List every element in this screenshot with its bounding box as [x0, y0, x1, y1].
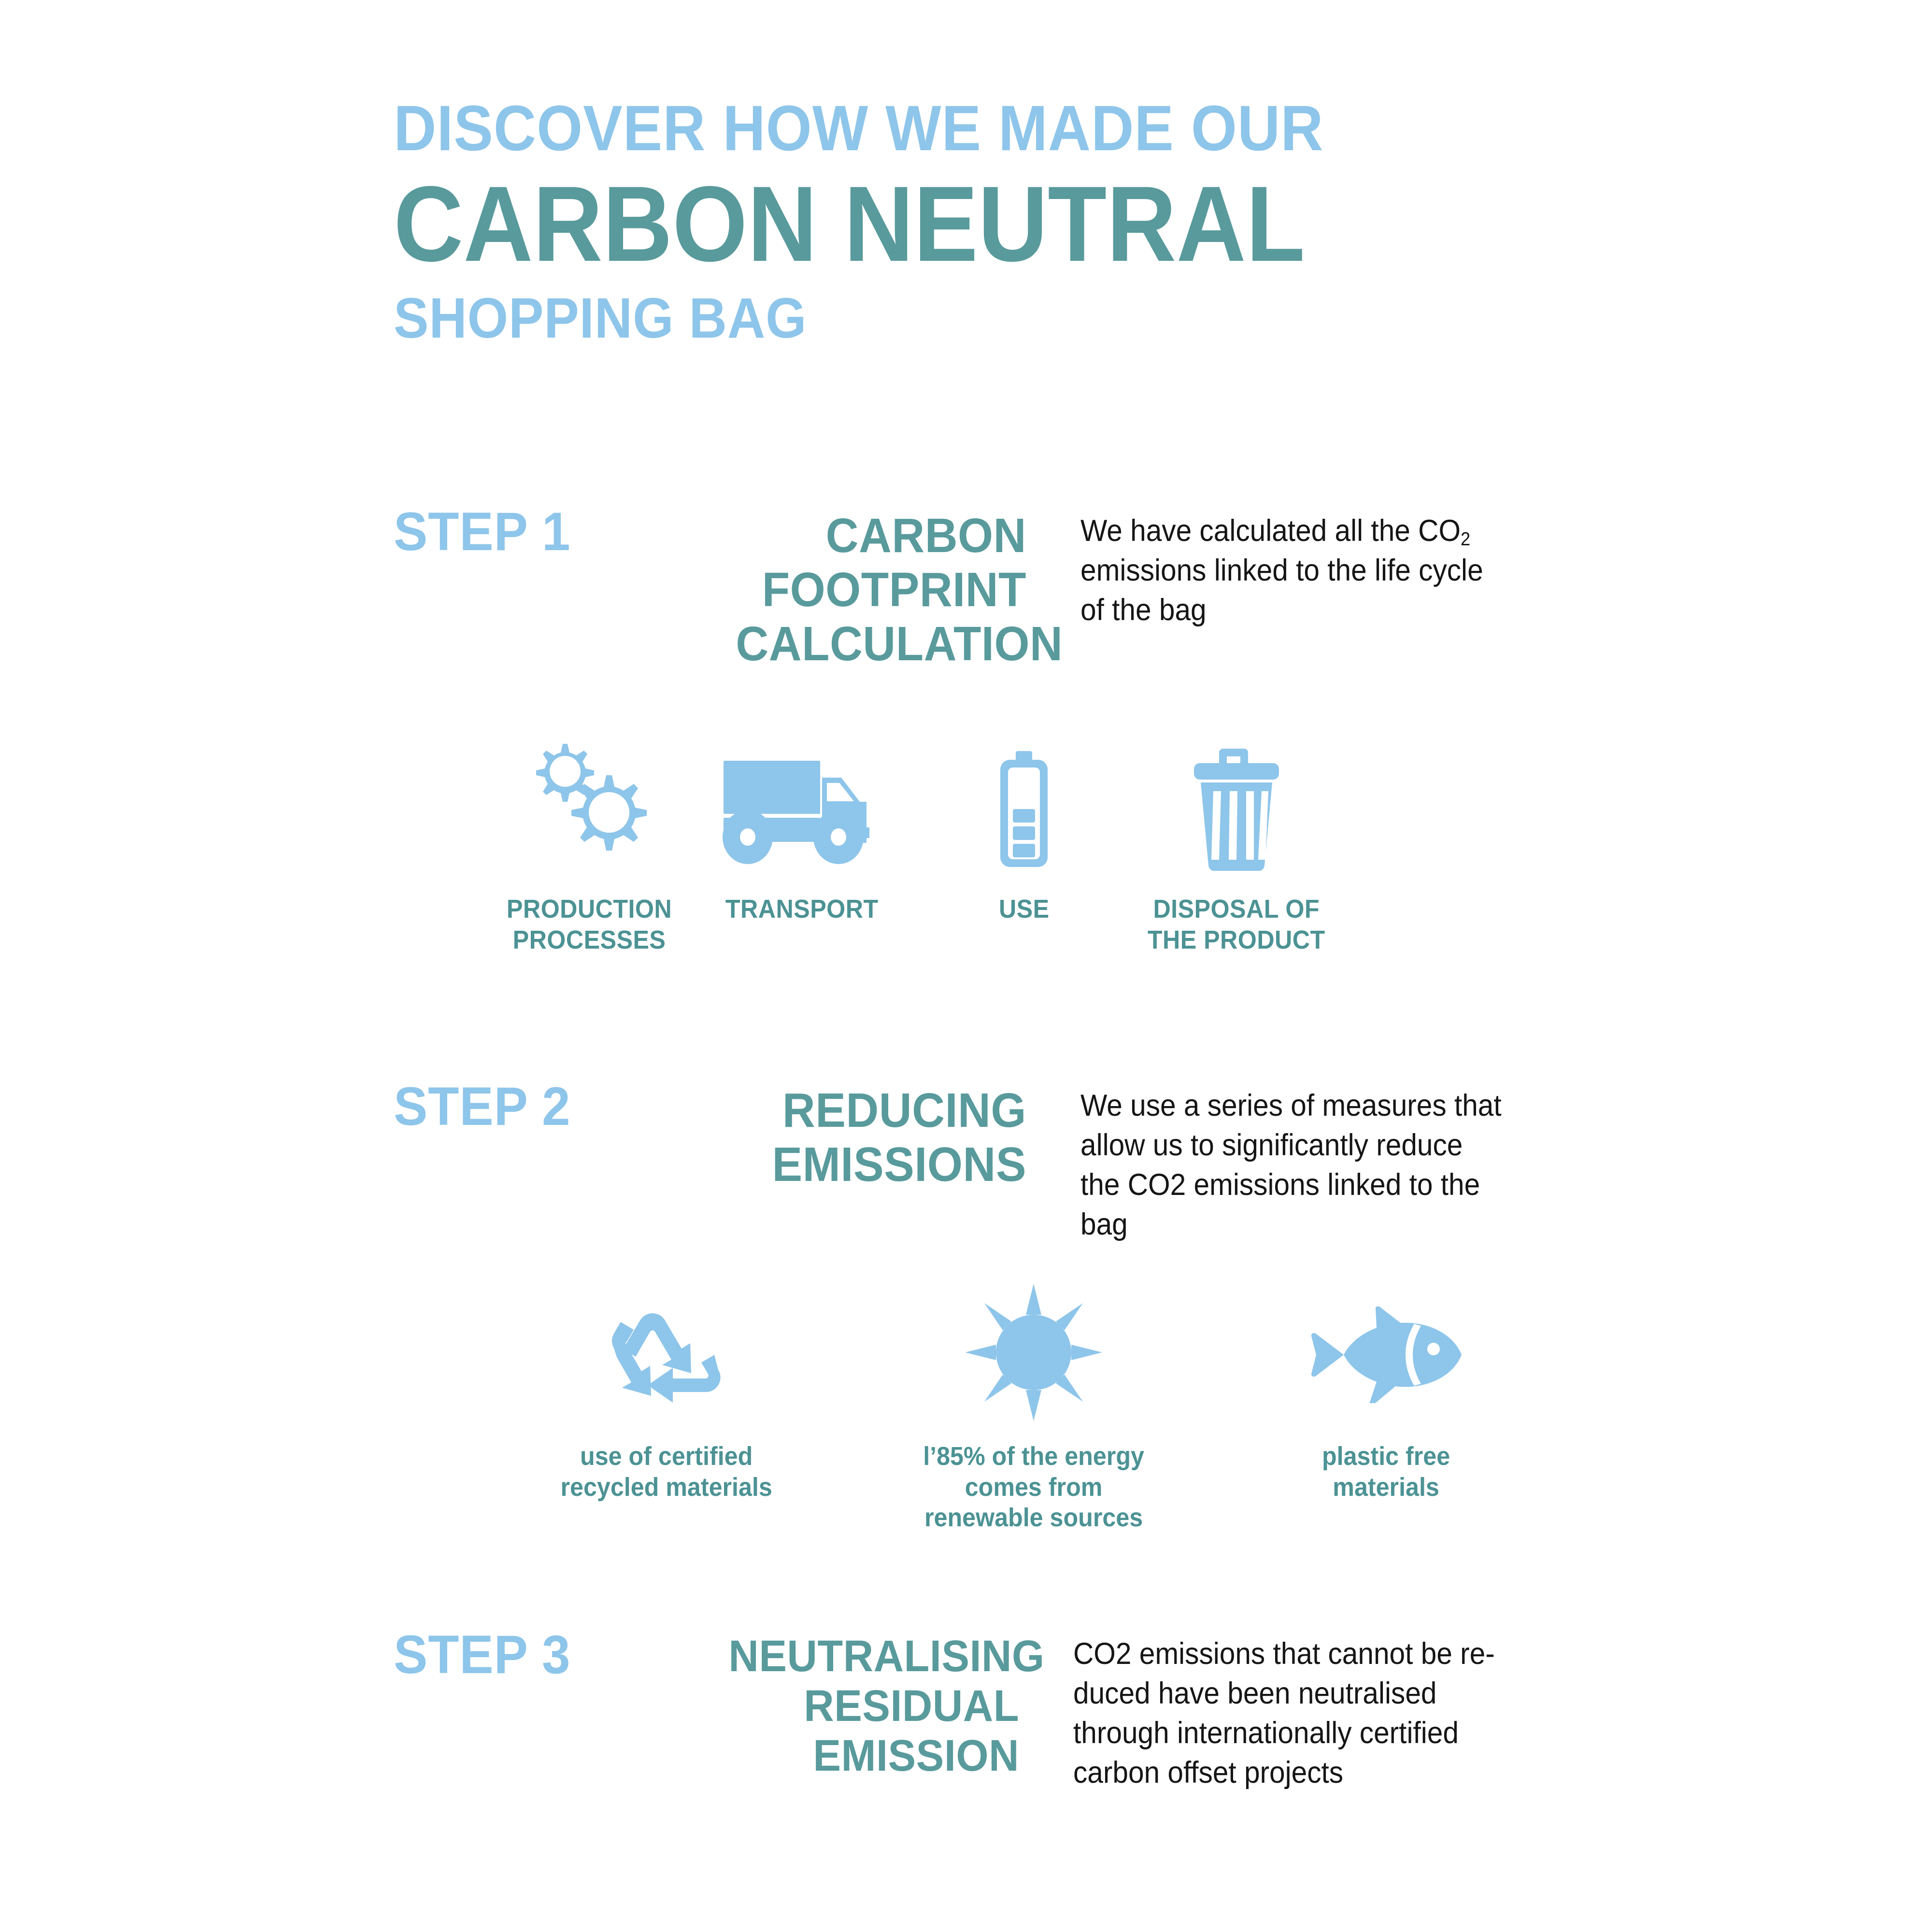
step-3-description-line-2: duced have been neutralised	[1073, 1676, 1437, 1710]
caption-line: PRODUCTION	[506, 895, 672, 923]
step-3-heading-line-3: EMISSION	[813, 1731, 1019, 1781]
caption-use: USE	[999, 894, 1050, 925]
caption-renewable-energy: l’85% of the energy comes from renewable…	[923, 1441, 1144, 1534]
step-2-heading: REDUCING EMISSIONS	[736, 1083, 1026, 1192]
step-2-heading-line-2: EMISSIONS	[772, 1137, 1026, 1192]
caption-line: PROCESSES	[512, 925, 666, 954]
truck-icon	[720, 741, 884, 881]
step-3-label: STEP 3	[394, 1624, 571, 1685]
step-1-icon-grid: PRODUCTION PROCESSES	[493, 741, 1343, 955]
caption-line: renewable sources	[924, 1503, 1143, 1533]
step-3-description-line-1: CO2 emissions that cannot be re-	[1073, 1637, 1495, 1671]
step-3-heading-line-1: NEUTRALISING	[728, 1632, 1045, 1681]
step-2-row: STEP 2 REDUCING EMISSIONS We use a serie…	[394, 1080, 1630, 1245]
caption-production-processes: PRODUCTION PROCESSES	[507, 894, 672, 955]
title-line-1: DISCOVER HOW WE MADE OUR	[394, 93, 1324, 164]
step-2-label: STEP 2	[394, 1076, 571, 1136]
caption-line: plastic free	[1322, 1442, 1450, 1471]
step-1-description-line-3: of the bag	[1080, 593, 1207, 627]
step-3-description-line-4: carbon offset projects	[1073, 1755, 1343, 1790]
icon-cell-recycled-materials: use of certified recycled materials	[483, 1285, 850, 1503]
step-1-description-line-2: emissions linked to the life cycle	[1080, 553, 1483, 587]
step-3-heading: NEUTRALISING RESIDUAL EMISSION	[728, 1632, 1045, 1781]
icon-cell-use: USE	[918, 741, 1130, 925]
step-1-heading-line-1: CARBON	[825, 509, 1026, 563]
step-2-description-line-3: the CO2 emissions linked to the	[1080, 1167, 1480, 1202]
step-3-heading-line-2: RESIDUAL	[804, 1681, 1019, 1731]
icon-cell-transport: TRANSPORT	[686, 741, 918, 925]
step-1-description-line-1: We have calculated all the CO2	[1080, 514, 1471, 550]
gears-icon	[517, 741, 662, 881]
step-1-description: We have calculated all the CO2 emissions…	[1080, 511, 1584, 630]
page-title: DISCOVER HOW WE MADE OUR CARBON NEUTRAL …	[394, 97, 1505, 347]
icon-cell-plastic-free: plastic free materials	[1217, 1285, 1555, 1503]
step-2-description-line-1: We use a series of measures that	[1080, 1089, 1502, 1122]
step-2-icon-grid: use of certified recycled materials	[483, 1284, 1555, 1534]
caption-line: l’85% of the energy	[923, 1442, 1144, 1471]
caption-line: THE PRODUCT	[1148, 925, 1325, 954]
step-1-heading-line-2: FOOTPRINT	[762, 563, 1026, 617]
step-3-description: CO2 emissions that cannot be re- duced h…	[1073, 1634, 1591, 1793]
step-1-heading: CARBON FOOTPRINT CALCULATION	[736, 509, 1063, 671]
sun-icon	[961, 1284, 1106, 1425]
step-2-heading-line-1: REDUCING	[782, 1083, 1026, 1137]
caption-line: DISPOSAL OF	[1153, 895, 1320, 923]
title-line-2: CARBON NEUTRAL	[394, 164, 1305, 284]
caption-plastic-free: plastic free materials	[1322, 1441, 1450, 1503]
trash-can-icon	[1188, 741, 1285, 881]
step-2-description: We use a series of measures that allow u…	[1080, 1086, 1584, 1245]
step-1-row: STEP 1 CARBON FOOTPRINT CALCULATION We h…	[394, 505, 1630, 671]
icon-cell-disposal: DISPOSAL OF THE PRODUCT	[1130, 741, 1343, 955]
co2-subscript: 2	[1461, 528, 1471, 550]
step-3-description-line-3: through internationally certified	[1073, 1716, 1459, 1750]
icon-cell-production-processes: PRODUCTION PROCESSES	[493, 741, 686, 955]
caption-transport: TRANSPORT	[725, 894, 879, 925]
step-1-heading-line-3: CALCULATION	[736, 617, 1063, 671]
step-3-row: STEP 3 NEUTRALISING RESIDUAL EMISSION CO…	[394, 1628, 1630, 1793]
caption-recycled-materials: use of certified recycled materials	[561, 1441, 772, 1503]
caption-line: materials	[1333, 1472, 1440, 1502]
icon-cell-renewable-energy: l’85% of the energy comes from renewable…	[850, 1284, 1217, 1534]
caption-line: TRANSPORT	[725, 895, 879, 923]
step-2-description-line-2: allow us to significantly reduce	[1080, 1128, 1463, 1162]
caption-line: use of certified	[580, 1442, 753, 1471]
title-line-3: SHOPPING BAG	[394, 286, 807, 351]
caption-line: comes from	[965, 1472, 1103, 1502]
recycle-icon	[606, 1285, 727, 1425]
fish-icon	[1309, 1285, 1463, 1425]
caption-line: recycled materials	[560, 1472, 773, 1502]
step-2-description-line-4: bag	[1080, 1207, 1128, 1241]
caption-disposal: DISPOSAL OF THE PRODUCT	[1148, 894, 1325, 955]
caption-line: USE	[998, 895, 1050, 923]
battery-icon	[988, 741, 1060, 881]
step-1-label: STEP 1	[394, 501, 571, 562]
